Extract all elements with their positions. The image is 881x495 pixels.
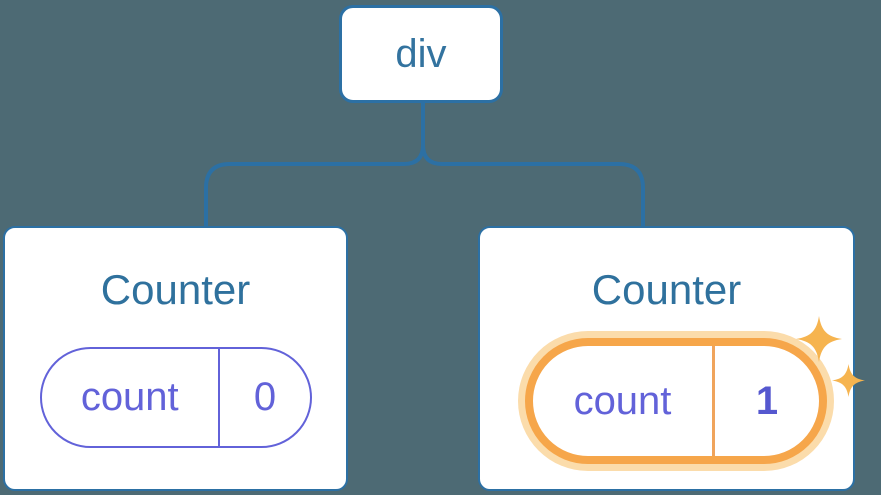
pill-divider bbox=[217, 349, 220, 446]
state-value: 0 bbox=[253, 375, 277, 419]
counter-card-left: Counter count 0 bbox=[3, 226, 348, 491]
root-node-label: div bbox=[395, 31, 447, 76]
pill-divider bbox=[712, 346, 715, 456]
sparkles-icon bbox=[796, 316, 865, 397]
state-value: 1 bbox=[755, 378, 779, 423]
component-title: Counter bbox=[100, 266, 251, 313]
component-title: Counter bbox=[591, 266, 742, 313]
state-key-label: count bbox=[80, 375, 179, 419]
root-node: div bbox=[339, 5, 503, 103]
state-pill: count 0 bbox=[40, 347, 312, 448]
counter-card-right: Counter count 1 bbox=[478, 226, 865, 491]
state-key-label: count bbox=[573, 378, 672, 423]
state-pill-highlighted: count 1 bbox=[525, 338, 827, 464]
